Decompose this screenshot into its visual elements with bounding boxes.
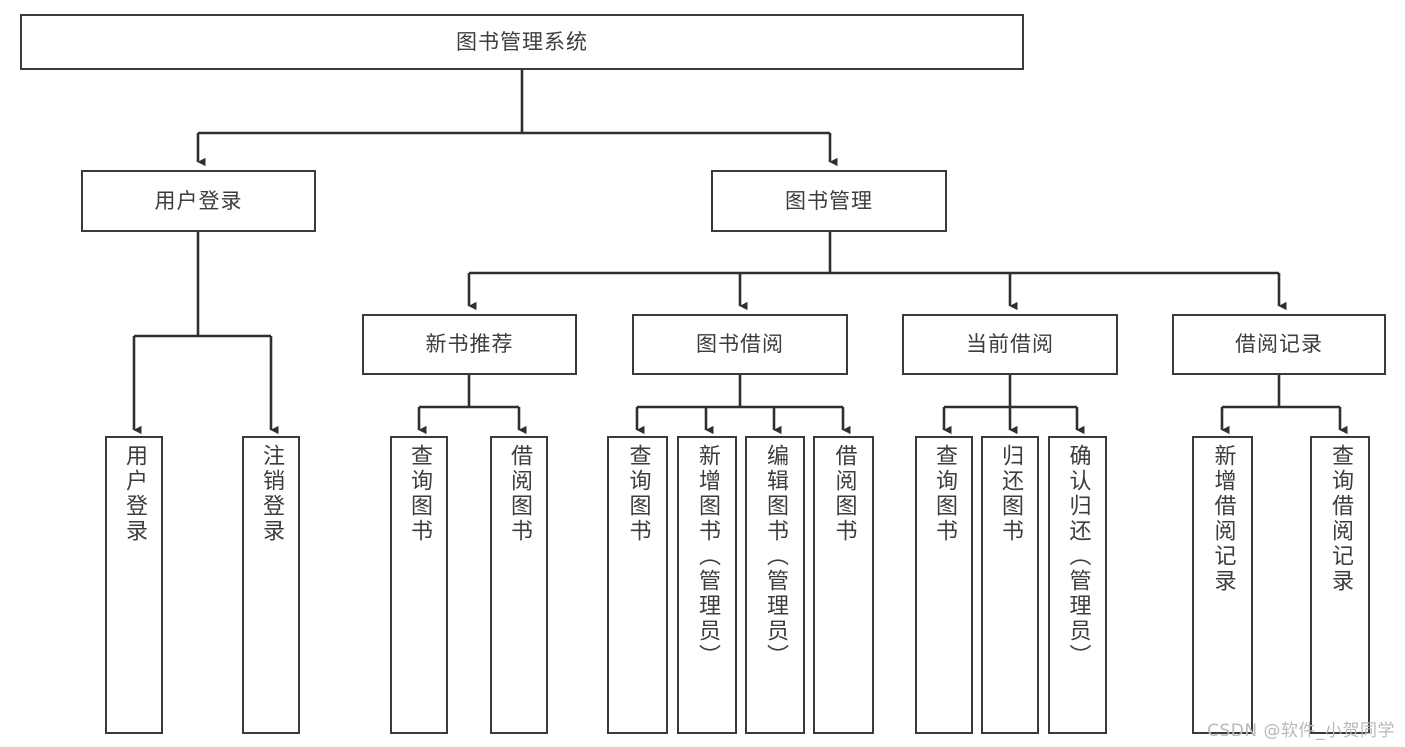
node-root[interactable]: 图书管理系统 — [20, 14, 1024, 70]
leaf-current-return-book-label: 归还图书 — [998, 444, 1023, 544]
leaf-borrow-borrow-book[interactable]: 借阅图书 — [813, 436, 874, 734]
node-root-label: 图书管理系统 — [456, 29, 588, 54]
leaf-borrow-add-book[interactable]: 新增图书（管理员） — [677, 436, 737, 734]
node-book-borrow-label: 图书借阅 — [696, 332, 784, 357]
node-borrow-record[interactable]: 借阅记录 — [1172, 314, 1386, 375]
leaf-current-return-book[interactable]: 归还图书 — [981, 436, 1039, 734]
leaf-borrow-edit-book-label: 编辑图书（管理员） — [763, 444, 788, 669]
leaf-borrow-query-book-label: 查询图书 — [625, 444, 651, 544]
leaf-borrow-borrow-book-label: 借阅图书 — [831, 444, 857, 544]
node-book-management-label: 图书管理 — [785, 188, 873, 213]
leaf-user-login-signin[interactable]: 用户登录 — [105, 436, 163, 734]
leaf-current-confirm-return-label: 确认归还（管理员） — [1065, 444, 1091, 669]
leaf-user-login-signin-label: 用户登录 — [122, 444, 147, 544]
leaf-user-login-signout[interactable]: 注销登录 — [242, 436, 300, 734]
leaf-borrow-add-book-label: 新增图书（管理员） — [695, 444, 720, 669]
node-user-login[interactable]: 用户登录 — [81, 170, 316, 232]
node-new-book-recommend[interactable]: 新书推荐 — [362, 314, 577, 375]
leaf-record-query-record-label: 查询借阅记录 — [1328, 444, 1353, 594]
node-borrow-record-label: 借阅记录 — [1235, 332, 1323, 357]
node-book-borrow[interactable]: 图书借阅 — [632, 314, 848, 375]
leaf-recommend-borrow-book-label: 借阅图书 — [507, 444, 532, 544]
leaf-recommend-query-book-label: 查询图书 — [407, 444, 432, 544]
leaf-user-login-signout-label: 注销登录 — [259, 444, 284, 544]
leaf-record-add-record[interactable]: 新增借阅记录 — [1192, 436, 1253, 734]
node-user-login-label: 用户登录 — [154, 188, 243, 213]
node-new-book-recommend-label: 新书推荐 — [425, 332, 514, 357]
node-current-borrow[interactable]: 当前借阅 — [902, 314, 1118, 375]
node-current-borrow-label: 当前借阅 — [966, 332, 1054, 357]
leaf-current-confirm-return[interactable]: 确认归还（管理员） — [1048, 436, 1107, 734]
leaf-record-query-record[interactable]: 查询借阅记录 — [1310, 436, 1370, 734]
leaf-record-add-record-label: 新增借阅记录 — [1210, 444, 1236, 594]
leaf-borrow-edit-book[interactable]: 编辑图书（管理员） — [745, 436, 805, 734]
leaf-current-query-book-label: 查询图书 — [932, 444, 957, 544]
leaf-recommend-borrow-book[interactable]: 借阅图书 — [490, 436, 548, 734]
node-book-management[interactable]: 图书管理 — [711, 170, 947, 232]
leaf-current-query-book[interactable]: 查询图书 — [915, 436, 973, 734]
leaf-borrow-query-book[interactable]: 查询图书 — [607, 436, 668, 734]
leaf-recommend-query-book[interactable]: 查询图书 — [390, 436, 448, 734]
